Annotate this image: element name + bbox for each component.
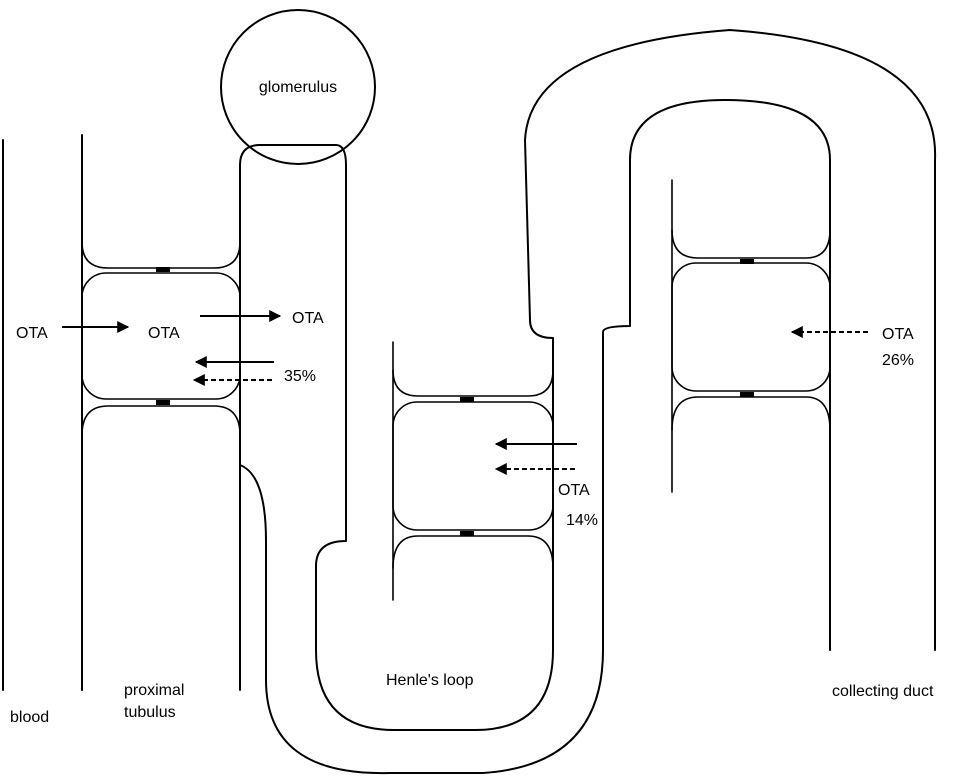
collecting-cell-bottom [671, 396, 831, 431]
label-proximal-line1: proximal [124, 682, 184, 699]
annotation-ota-lumen: OTA [292, 310, 324, 327]
proximal-cell-top [81, 241, 241, 269]
proximal-tight-junction-top [156, 267, 170, 272]
henle-cell-bottom [392, 535, 554, 569]
label-blood: blood [10, 709, 49, 726]
label-glomerulus: glomerulus [259, 79, 337, 96]
annotation-pct-henle: 14% [566, 512, 598, 529]
distal-ascending-wall [524, 29, 937, 651]
annotation-ota-cell: OTA [148, 325, 180, 342]
annotation-ota-blood: OTA [16, 325, 48, 342]
annotation-pct-proximal: 35% [284, 368, 316, 385]
transport-arrows [62, 310, 868, 475]
tubule-outer-wall [239, 99, 831, 775]
annotation-ota-collecting: OTA [882, 326, 914, 343]
label-collecting: collecting duct [832, 683, 934, 700]
henle-cells [392, 341, 554, 601]
label-proximal-line2: tubulus [124, 704, 176, 721]
proximal-cell-bottom [81, 405, 241, 436]
annotation-pct-collecting: 26% [882, 352, 914, 369]
henle-tight-junction-top [460, 397, 474, 402]
tubule-inner-wall [239, 144, 554, 731]
collecting-cell-top [671, 229, 831, 259]
structure-labels: glomerulus blood proximal tubulus Henle'… [10, 79, 934, 726]
transport-annotations: OTA OTA OTA 35% OTA 14% OTA 26% [16, 310, 914, 529]
proximal-tight-junction-bottom [156, 400, 170, 405]
collecting-cell-middle [671, 262, 831, 392]
henle-cell-middle [392, 401, 554, 531]
annotation-ota-henle: OTA [558, 482, 590, 499]
collecting-tight-junction-top [740, 259, 754, 264]
label-henle: Henle's loop [386, 672, 474, 689]
henle-tight-junction-bottom [460, 531, 474, 536]
henle-cell-top [392, 369, 554, 397]
collecting-tight-junction-bottom [740, 392, 754, 397]
collecting-cells [671, 179, 831, 493]
glomerulus-circle [220, 9, 376, 165]
